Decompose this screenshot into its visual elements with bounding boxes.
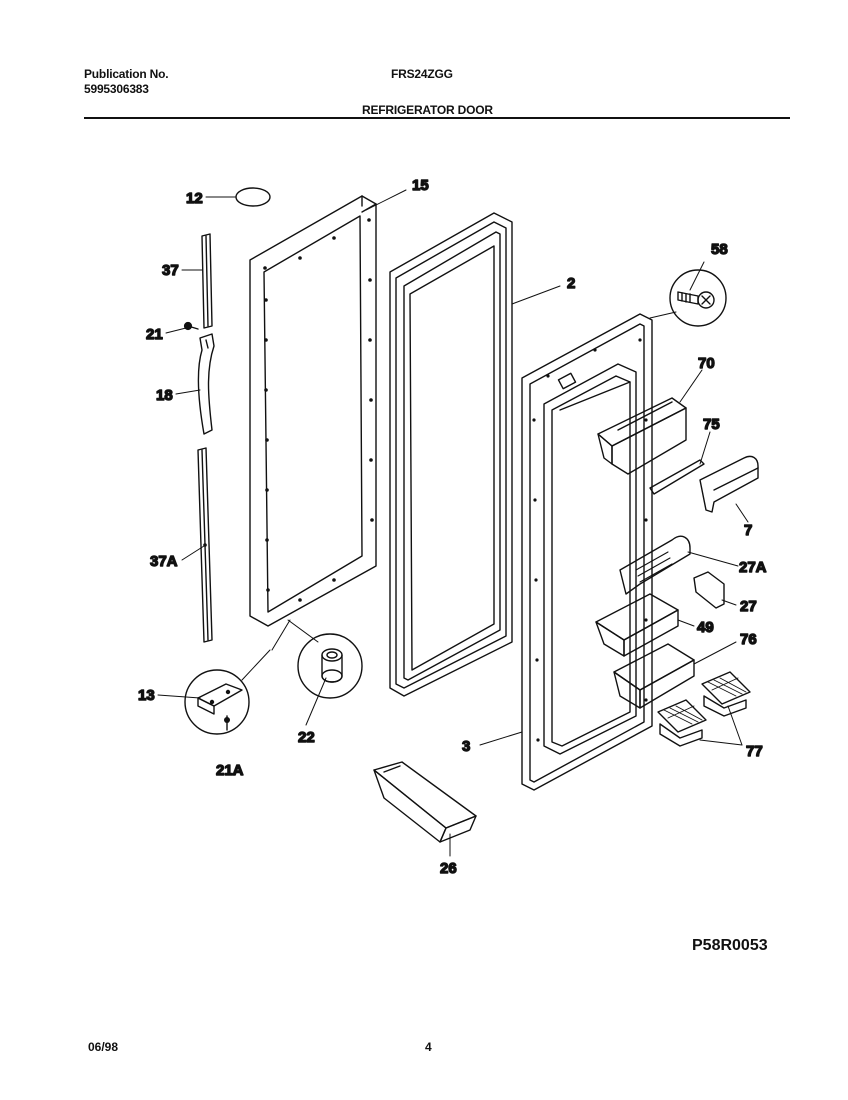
- callout-58: 58: [711, 241, 728, 258]
- callout-49: 49: [697, 619, 714, 636]
- callout-12: 12: [186, 190, 203, 207]
- part-26-bottom-tray: [373, 761, 477, 843]
- callout-labels: 12 15 37 21 18 37A 13 21A 22 2 58 70 75 …: [137, 176, 767, 877]
- part-15-door-frame: [249, 195, 377, 627]
- callout-15: 15: [412, 177, 429, 194]
- callout-3: 3: [462, 738, 470, 755]
- part-76-lower-bin: [613, 643, 695, 709]
- part-37a-lower-trim: [197, 447, 213, 643]
- part-77-egg-trays: [657, 671, 751, 747]
- footer-date: 06/98: [88, 1040, 119, 1054]
- part-49-mid-bin: [595, 593, 679, 657]
- part-27a-dairy-compartment: [619, 535, 691, 595]
- callout-27a: 27A: [739, 559, 767, 576]
- part-2-door-gasket: [389, 212, 513, 697]
- callout-37a: 37A: [150, 553, 178, 570]
- publication-number: 5995306383: [84, 82, 149, 96]
- callout-7: 7: [744, 522, 752, 539]
- callout-70: 70: [698, 355, 715, 372]
- page-number: 4: [425, 1040, 432, 1054]
- part-70-upper-bin: [597, 397, 687, 475]
- model-number: FRS24ZGG: [391, 67, 453, 81]
- publication-label: Publication No.: [84, 67, 169, 81]
- diagram-code: P58R0053: [692, 937, 768, 954]
- callout-26: 26: [440, 860, 457, 877]
- part-18-handle: [197, 333, 215, 435]
- callout-21a: 21A: [216, 762, 244, 779]
- liner-holes: [532, 338, 648, 742]
- part-13-hinge-detail: [184, 669, 250, 735]
- callout-22: 22: [298, 729, 315, 746]
- callout-18: 18: [156, 387, 173, 404]
- callout-2: 2: [567, 275, 575, 292]
- part-75-retainer-bar: [649, 459, 705, 495]
- callout-75: 75: [703, 416, 720, 433]
- part-22-bushing-detail: [297, 633, 363, 699]
- callout-77: 77: [746, 743, 763, 760]
- leader-lines: [157, 189, 749, 857]
- callout-27: 27: [740, 598, 757, 615]
- header-rule: [84, 117, 790, 119]
- part-37-upper-trim: [201, 233, 213, 329]
- callout-37: 37: [162, 262, 179, 279]
- section-title: REFRIGERATOR DOOR: [362, 103, 493, 117]
- part-21-screw: [183, 321, 199, 331]
- part-58-screw-detail: [669, 269, 727, 327]
- callout-13: 13: [138, 687, 155, 704]
- callout-21: 21: [146, 326, 163, 343]
- part-12-oval-plug: [235, 187, 271, 207]
- part-7-dairy-door: [699, 455, 759, 513]
- part-27-bracket: [693, 571, 725, 609]
- frame-holes: [263, 218, 374, 602]
- callout-76: 76: [740, 631, 757, 648]
- part-3-door-liner: [521, 313, 653, 791]
